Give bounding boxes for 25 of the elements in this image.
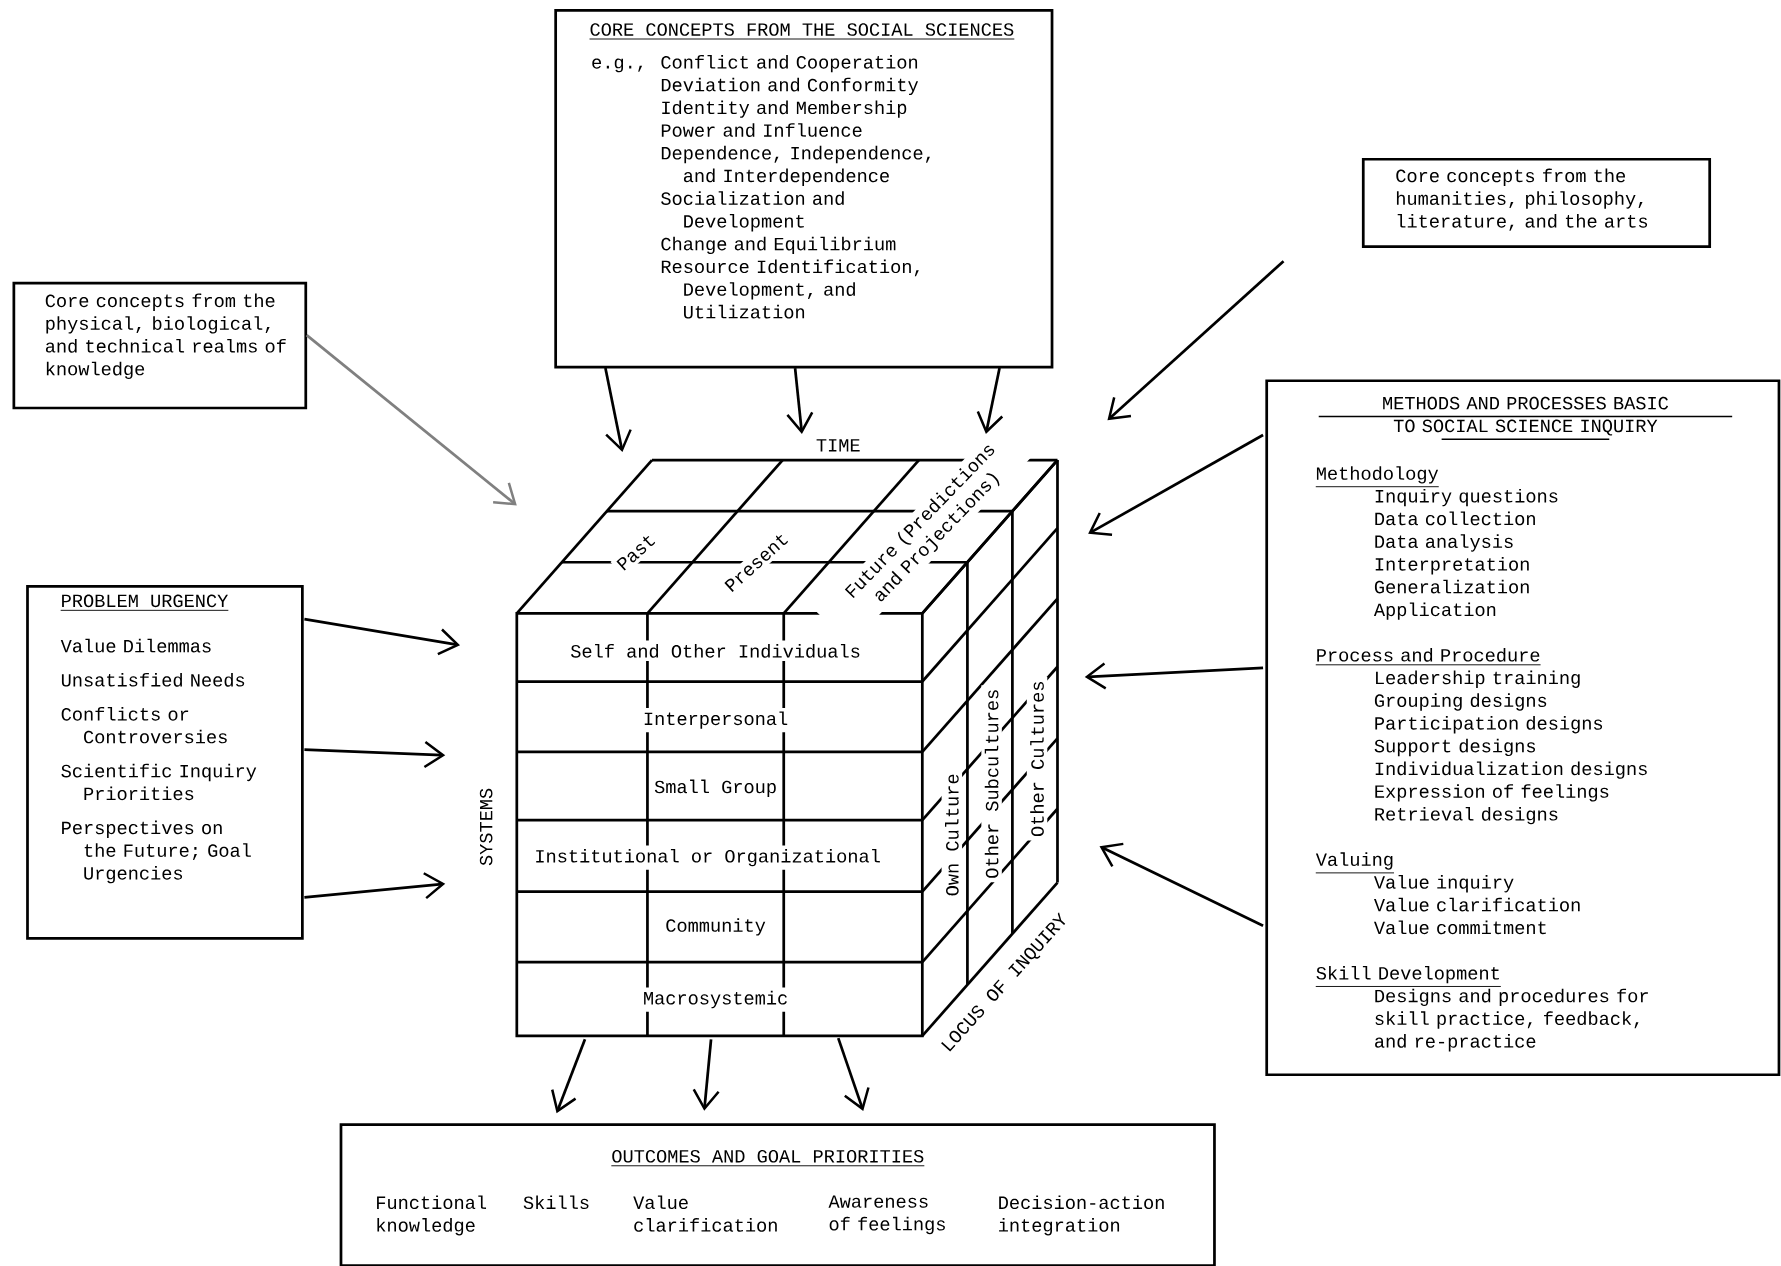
arrow [692,1038,720,1111]
arrow [1107,260,1285,421]
arrow [304,617,461,656]
text-box: PROBLEM URGENCY Value Dilemmas Unsatisfied Needs Conflicts or Controversies Scientific Inquiry Priorities Perspectives on the Future; Goal Urgencies [26,584,304,940]
cube-label: Own Culture [941,769,963,900]
arrow [1084,662,1264,690]
text-box: Core concepts from the physical, biological, and technical realms of knowledge [12,281,308,410]
text-box: CORE CONCEPTS FROM THE SOCIAL SCIENCES e.g., Conflict and Cooperation Deviation and Conformity Identity and Membership Power and Influence Dependence, Independence, and Interdependence Socialization and Development Change and Equilibrium Resource Identification, Development, and Utilization [554,8,1054,369]
arrow [786,367,814,434]
arrow [305,333,517,506]
text-box: Core concepts from the humanities, philosophy, literature, and the arts [1361,157,1712,248]
arrow [836,1037,870,1111]
text-box: METHODS AND PROCESSES BASIC TO SOCIAL SCIENCE INQUIRY Methodology Inquiry questions Data collection Data analysis Interpretation Generalization Application Process and Procedure Leadership training Grouping designs Participation designs Support designs Individualization designs Expression of feelings Retrieval designs Valuing Value inquiry Value clarification Value commitment Skill Development Designs and procedures for skill practice, feedback, and re-practice [1265,379,1781,1076]
arrow [976,367,1004,434]
arrow [1099,842,1264,927]
text-box: OUTCOMES AND GOAL PRIORITIES Functional knowledge Skills Value clarification Awareness of feelings Decision-action integration [339,1123,1216,1266]
arrow [1088,433,1264,536]
arrow [551,1038,587,1113]
arrow [604,367,632,452]
arrow [304,871,446,899]
cube-label: Other Cultures [1026,676,1048,841]
axis-label: SYSTEMS [479,788,493,866]
cube-label: Other Subcultures [981,685,1002,882]
arrow [304,740,446,768]
axis-label: TIME [816,438,860,452]
